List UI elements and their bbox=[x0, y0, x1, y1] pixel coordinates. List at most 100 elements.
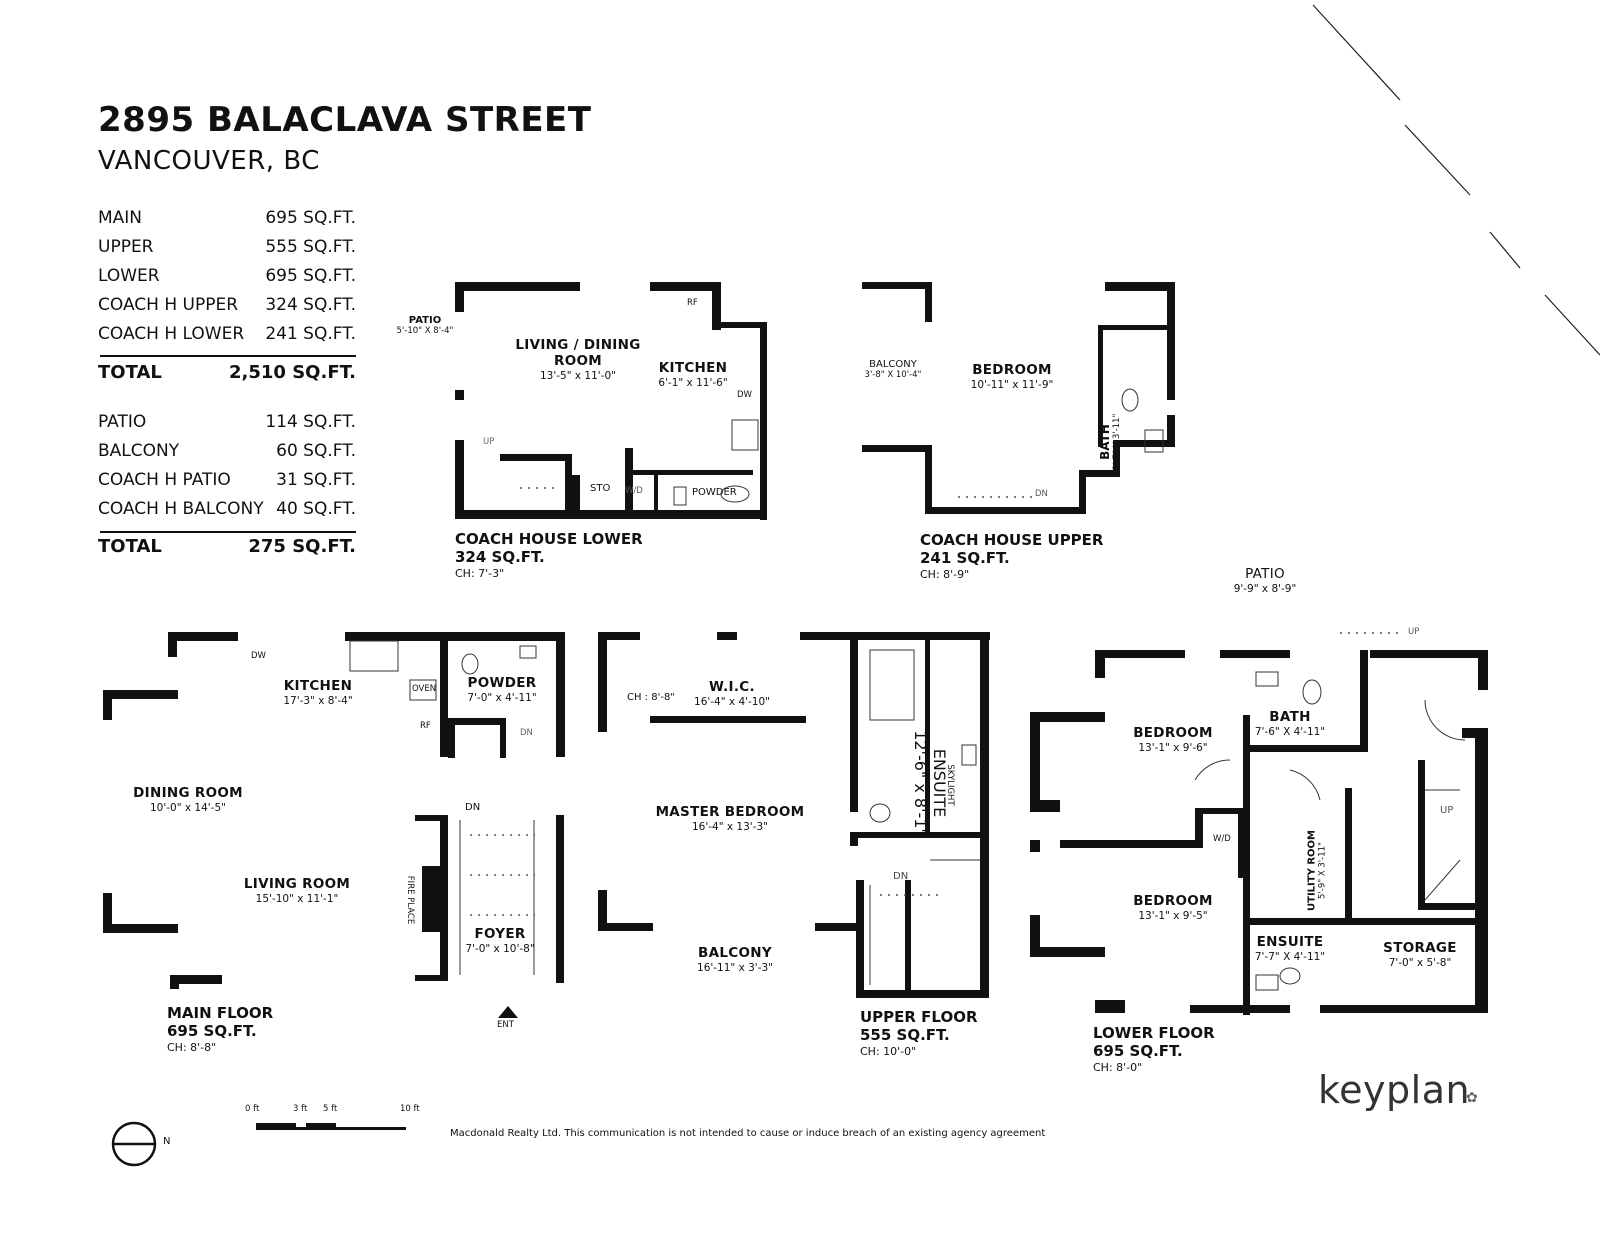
area-value: 324 SQ.FT. bbox=[265, 295, 356, 315]
floor-area: 241 SQ.FT. bbox=[920, 549, 1010, 567]
room-dims: 10'-11" x 11'-9" bbox=[970, 379, 1054, 391]
floor-name: COACH HOUSE LOWER bbox=[455, 530, 643, 548]
lower-stair-up-label: UP bbox=[1408, 627, 1420, 637]
area-name: COACH H UPPER bbox=[98, 295, 239, 315]
room-dims: 16'-4" x 4'-10" bbox=[694, 696, 770, 708]
lower-floor-walls bbox=[1030, 650, 1488, 1015]
leaf-icon: ✿ bbox=[1466, 1090, 1478, 1106]
floor-area: 695 SQ.FT. bbox=[167, 1022, 257, 1040]
floor-name: MAIN FLOOR bbox=[167, 1004, 274, 1022]
foyer-label: FOYER 7'-0" x 10'-8" bbox=[465, 926, 534, 956]
compass-north-label: N bbox=[163, 1136, 171, 1147]
room-dims: 8'-7" X 3'-11" bbox=[1112, 413, 1122, 471]
room-name: MASTER BEDROOM bbox=[655, 804, 805, 820]
area-value: 695 SQ.FT. bbox=[265, 208, 356, 228]
interior-area-table: MAIN 695 SQ.FT. UPPER 555 SQ.FT. LOWER 695 … bbox=[96, 208, 356, 353]
room-name: DINING ROOM bbox=[133, 785, 243, 801]
coach-upper-balcony-label: BALCONY 3'-8" X 10'-4" bbox=[865, 359, 922, 380]
room-name: LIVING / DINING bbox=[515, 337, 641, 353]
scale-tick: 0 ft bbox=[245, 1104, 260, 1114]
lower-patio-label: PATIO 9'-9" x 8'-9" bbox=[1234, 566, 1297, 596]
upper-ceiling-height-label: CH : 8'-8" bbox=[627, 692, 675, 703]
room-name: BEDROOM bbox=[1133, 893, 1213, 909]
keyplan-logo: keyplan bbox=[1318, 1068, 1471, 1112]
ceiling-height: CH: 10'-0" bbox=[860, 1045, 917, 1058]
floor-name: LOWER FLOOR bbox=[1093, 1024, 1215, 1042]
room-name: ENSUITE bbox=[1256, 934, 1324, 950]
coach-house-lower-walls bbox=[455, 282, 767, 520]
room-dims: 7'-0" x 10'-8" bbox=[465, 943, 535, 955]
coach-lower-patio-label: PATIO 5'-10" X 8'-4" bbox=[397, 315, 454, 336]
room-dims: 7'-0" x 4'-11" bbox=[467, 692, 537, 704]
area-row: COACH H UPPER 324 SQ.FT. bbox=[96, 295, 356, 324]
main-powder-label: POWDER 7'-0" x 4'-11" bbox=[467, 675, 536, 705]
wic-label: W.I.C. 16'-4" x 4'-10" bbox=[694, 679, 770, 709]
fridge-label: RF bbox=[687, 298, 698, 308]
room-dims: 7'-6" X 4'-11" bbox=[1254, 726, 1326, 738]
coach-upper-bedroom-label: BEDROOM 10'-11" x 11'-9" bbox=[971, 362, 1054, 392]
main-stair-down-label: DN bbox=[520, 728, 533, 738]
room-dims: 13'-1" x 9'-5" bbox=[1138, 910, 1208, 922]
room-name: KITCHEN bbox=[658, 360, 728, 376]
living-room-label: LIVING ROOM 15'-10" x 11'-1" bbox=[244, 876, 350, 906]
area-value: 555 SQ.FT. bbox=[265, 237, 356, 257]
area-name: UPPER bbox=[98, 237, 154, 257]
room-dims: 17'-3" x 8'-4" bbox=[283, 695, 353, 707]
area-row: COACH H PATIO 31 SQ.FT. bbox=[96, 470, 356, 499]
total-value: 2,510 SQ.FT. bbox=[229, 362, 356, 383]
room-dims: 13'-5" x 11'-0" bbox=[540, 370, 616, 382]
area-row: UPPER 555 SQ.FT. bbox=[96, 237, 356, 266]
scale-tick: 10 ft bbox=[400, 1104, 420, 1114]
ceiling-height: CH: 8'-9" bbox=[920, 568, 970, 581]
entry-label: ENT bbox=[497, 1020, 514, 1030]
main-floor-walls bbox=[103, 632, 565, 989]
area-name: COACH H LOWER bbox=[98, 324, 245, 344]
area-row: TOTAL 2,510 SQ.FT. bbox=[96, 362, 356, 391]
total-label: TOTAL bbox=[98, 362, 162, 383]
area-value: 60 SQ.FT. bbox=[276, 441, 356, 461]
lower-bath-label: BATH 7'-6" X 4'-11" bbox=[1255, 709, 1325, 739]
room-dims: 6'-1" x 11'-6" bbox=[658, 377, 728, 389]
storage-label: STO bbox=[590, 483, 611, 494]
room-dims: 9'-9" x 8'-9" bbox=[1233, 583, 1297, 595]
room-name: POWDER bbox=[467, 675, 537, 691]
room-dims: 15'-10" x 11'-1" bbox=[255, 893, 339, 905]
powder-label: POWDER bbox=[692, 487, 737, 498]
room-dims: 5'-10" X 8'-4" bbox=[396, 326, 454, 336]
lower-bedroom-1-label: BEDROOM 13'-1" x 9'-6" bbox=[1133, 725, 1213, 755]
coach-lower-living-label: LIVING / DINING ROOM 13'-5" x 11'-0" bbox=[515, 337, 640, 383]
area-name: COACH H BALCONY bbox=[98, 499, 264, 519]
room-name: KITCHEN bbox=[283, 678, 353, 694]
stair-down-label: DN bbox=[1035, 489, 1048, 499]
total-label: TOTAL bbox=[98, 536, 162, 557]
interior-total-row: TOTAL 2,510 SQ.FT. bbox=[96, 362, 356, 391]
area-name: LOWER bbox=[98, 266, 160, 286]
lower-ensuite-label: ENSUITE 7'-7" X 4'-11" bbox=[1255, 934, 1325, 964]
main-kitchen-label: KITCHEN 17'-3" x 8'-4" bbox=[283, 678, 352, 708]
area-name: MAIN bbox=[98, 208, 143, 228]
lower-stair-up-label-2: UP bbox=[1440, 805, 1454, 816]
washer-dryer-label: W/D bbox=[625, 486, 643, 496]
lower-bedroom-2-label: BEDROOM 13'-1" x 9'-5" bbox=[1133, 893, 1213, 923]
master-bedroom-label: MASTER BEDROOM 16'-4" x 13'-3" bbox=[656, 804, 805, 834]
area-row: MAIN 695 SQ.FT. bbox=[96, 208, 356, 237]
scale-bar bbox=[256, 1123, 406, 1130]
floor-area: 324 SQ.FT. bbox=[455, 548, 545, 566]
area-value: 31 SQ.FT. bbox=[276, 470, 356, 490]
property-title: 2895 BALACLAVA STREET bbox=[98, 100, 592, 140]
coach-house-upper-walls bbox=[862, 282, 1175, 514]
room-name: BALCONY bbox=[869, 359, 917, 370]
upper-floor-walls bbox=[598, 632, 990, 998]
storage-room-label: STORAGE 7'-0" x 5'-8" bbox=[1383, 940, 1457, 970]
area-name: COACH H PATIO bbox=[98, 470, 231, 490]
room-name: UTILITY ROOM bbox=[1306, 830, 1318, 911]
area-value: 695 SQ.FT. bbox=[265, 266, 356, 286]
room-name: ROOM bbox=[554, 353, 602, 369]
coach-house-upper-title: COACH HOUSE UPPER 241 SQ.FT. CH: 8'-9" bbox=[920, 531, 1103, 583]
main-stair-down-label-2: DN bbox=[465, 802, 481, 813]
agency-disclaimer: Macdonald Realty Ltd. This communication… bbox=[450, 1128, 1046, 1139]
dining-room-label: DINING ROOM 10'-0" x 14'-5" bbox=[133, 785, 243, 815]
